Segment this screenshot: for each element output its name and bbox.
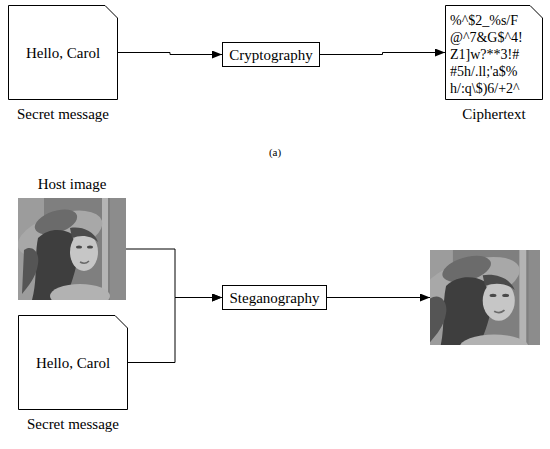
message-text: Hello, Carol: [18, 315, 128, 410]
document-border: [19, 316, 128, 410]
ciphertext-body: %^$2_%s/F @^7&G$^4! Z1]w?**3!# #5h/.ll;'…: [445, 5, 543, 97]
document-caption: Secret message: [0, 415, 158, 433]
subfigure-label: (a): [255, 146, 295, 159]
document-shape: %^$2_%s/F @^7&G$^4! Z1]w?**3!# #5h/.ll;'…: [445, 5, 543, 100]
message-text: Hello, Carol: [8, 5, 118, 100]
document-shape: Hello, CarolSecret message: [18, 315, 128, 410]
flow-arrow: [118, 53, 222, 55]
image-caption: Host image: [0, 175, 156, 193]
host-photo: [18, 198, 126, 300]
box-label: Cryptography: [229, 46, 312, 64]
document-shape: Hello, CarolSecret message: [8, 5, 118, 100]
document-border: [446, 6, 543, 100]
document-border: [9, 6, 118, 100]
document-caption: Secret message: [0, 105, 148, 123]
flow-arrow: [327, 297, 430, 298]
stego-photo: [430, 250, 540, 345]
process-box: Cryptography: [222, 42, 320, 67]
flow-arrow: [126, 249, 222, 298]
process-box: Steganography: [222, 285, 327, 310]
flow-arrow: [128, 298, 222, 363]
document-caption: Ciphertext: [415, 105, 550, 123]
image-frame: [430, 250, 540, 345]
box-label: Steganography: [230, 289, 320, 307]
flow-arrow: [320, 53, 445, 55]
image-frame: Host image: [18, 198, 126, 300]
